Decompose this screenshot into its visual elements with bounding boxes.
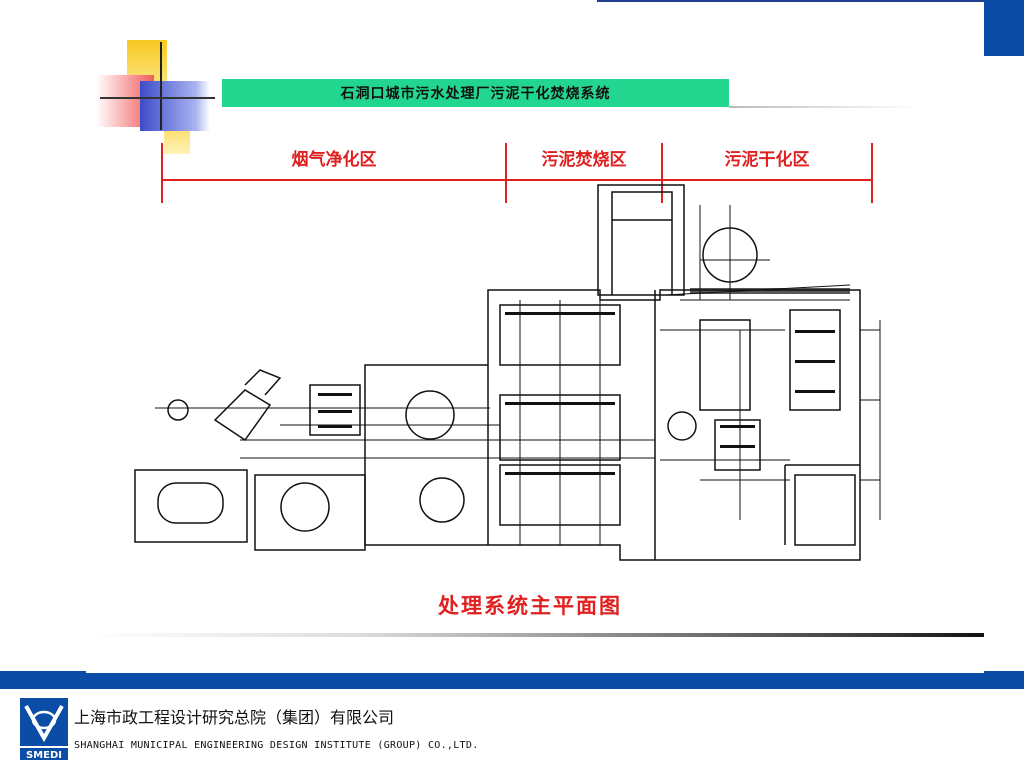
decor-blue-square — [140, 81, 210, 131]
plant-floor-plan-drawing — [134, 184, 881, 561]
zone-dimension-lines — [161, 143, 873, 203]
decor-horizontal-line — [100, 97, 215, 99]
footer-blue-bar — [0, 671, 1024, 689]
banner-title: 石洞口城市污水处理厂污泥干化焚烧系统 — [340, 86, 611, 102]
top-accent-line — [597, 0, 984, 2]
smedi-logo-icon: SMEDI — [20, 698, 68, 761]
zone-label-flue-gas: 烟气净化区 — [291, 150, 377, 170]
logo-wordmark: SMEDI — [26, 750, 62, 760]
company-name-en: SHANGHAI MUNICIPAL ENGINEERING DESIGN IN… — [74, 740, 479, 751]
gradient-divider — [88, 633, 984, 637]
banner-underline — [729, 106, 919, 108]
zone-label-drying: 污泥干化区 — [724, 150, 810, 170]
decor-vertical-line — [160, 42, 162, 130]
smedi-logo: SMEDI — [20, 698, 68, 761]
banner-title-bar: 石洞口城市污水处理厂污泥干化焚烧系统 — [222, 79, 729, 107]
company-name-cn: 上海市政工程设计研究总院（集团）有限公司 — [74, 708, 395, 727]
zone-label-incineration: 污泥焚烧区 — [541, 150, 627, 170]
drawing-caption: 处理系统主平面图 — [438, 594, 622, 618]
corner-blue-block — [984, 0, 1024, 56]
